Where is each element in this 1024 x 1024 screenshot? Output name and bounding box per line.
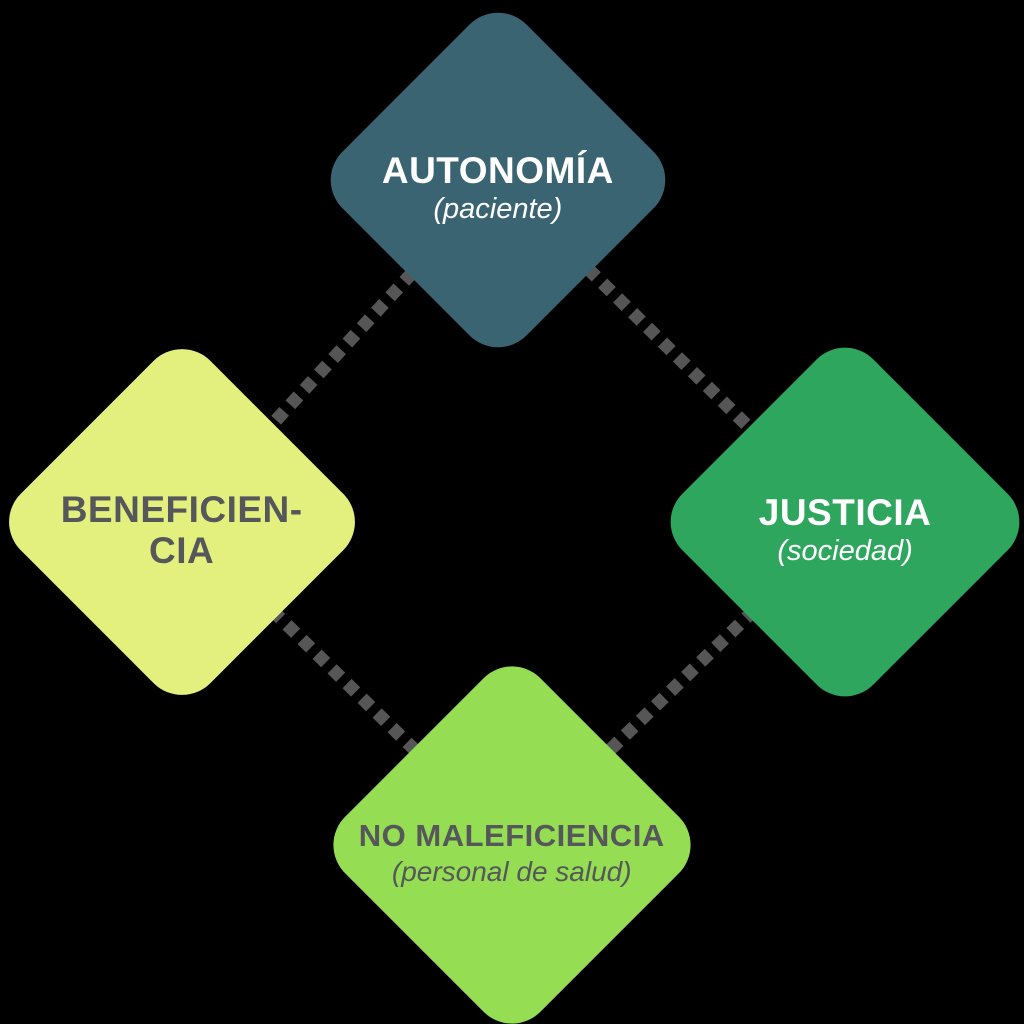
node-beneficiencia-label-line2: CIA xyxy=(149,530,215,571)
node-no-maleficiencia-label: NO MALEFICIENCIA xyxy=(359,817,665,853)
node-justicia-sublabel: (sociedad) xyxy=(777,535,913,568)
node-justicia-label: JUSTICIA xyxy=(758,491,932,533)
node-beneficiencia-content: BENEFICIEN- CIA xyxy=(61,489,303,572)
node-autonomia-sublabel: (paciente) xyxy=(433,193,563,226)
node-beneficiencia-label-line1: BENEFICIEN- xyxy=(61,488,303,530)
node-autonomia-label: AUTONOMÍA xyxy=(382,149,614,191)
node-no-maleficiencia-sublabel: (personal de salud) xyxy=(392,855,632,887)
node-justicia-content: JUSTICIA (sociedad) xyxy=(759,492,932,568)
node-no-maleficiencia-content: NO MALEFICIENCIA (personal de salud) xyxy=(359,817,665,888)
node-autonomia-content: AUTONOMÍA (paciente) xyxy=(382,150,614,226)
